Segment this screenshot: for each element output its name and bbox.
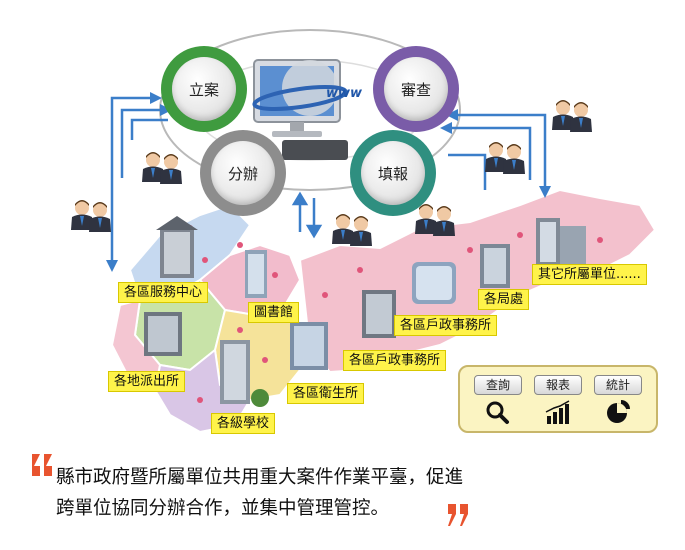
node-register: 立案	[161, 46, 247, 132]
computer-monitor-icon	[252, 59, 348, 160]
magnifier-icon[interactable]	[484, 399, 512, 425]
building-icon	[156, 216, 198, 278]
report-button[interactable]: 報表	[534, 375, 582, 395]
building-icons	[144, 216, 586, 407]
label-district-service: 各區服務中心	[118, 282, 209, 303]
building-icon	[412, 262, 456, 304]
node-assign: 分辦	[200, 130, 286, 216]
building-icon	[362, 290, 396, 338]
query-button[interactable]: 查詢	[474, 375, 522, 395]
node-report-label: 填報	[377, 164, 408, 183]
building-icon	[245, 250, 267, 298]
right-flow-arrows	[448, 113, 547, 190]
building-icon	[144, 312, 182, 356]
node-review: 審查	[373, 46, 459, 132]
building-icon	[480, 244, 510, 288]
pie-chart-icon[interactable]	[604, 399, 632, 425]
building-icon	[220, 340, 269, 407]
node-report: 填報	[350, 130, 436, 216]
label-library: 圖書館	[248, 302, 300, 323]
caption-line-1: 縣市政府暨所屬單位共用重大案件作業平臺，促進	[56, 467, 464, 488]
bar-chart-icon[interactable]	[544, 399, 572, 425]
map-region-west-lilac	[153, 348, 252, 434]
label-schools: 各級學校	[211, 413, 276, 434]
stats-button[interactable]: 統計	[594, 375, 642, 395]
building-icon	[536, 218, 586, 266]
node-register-label: 立案	[188, 80, 219, 99]
left-flow-arrows	[110, 96, 168, 265]
center-arrows-icon	[291, 191, 323, 239]
node-review-label: 審查	[400, 80, 431, 99]
close-quote-icon	[448, 504, 468, 526]
caption: 縣市政府暨所屬單位共用重大案件作業平臺，促進 跨單位協同分辦合作，並集中管理管控…	[56, 462, 576, 524]
label-health-center: 各區衛生所	[287, 383, 365, 404]
building-icon	[290, 322, 328, 370]
label-other-units: 其它所屬單位......	[532, 264, 647, 285]
label-household-office-1: 各區戶政事務所	[394, 315, 498, 336]
label-bureaus: 各局處	[478, 289, 530, 310]
open-quote-icon	[32, 454, 52, 476]
tool-panel: 查詢 報表 統計	[458, 365, 658, 433]
caption-line-2: 跨單位協同分辦合作，並集中管理管控。	[56, 498, 390, 519]
node-assign-label: 分辦	[227, 164, 258, 183]
label-police: 各地派出所	[108, 371, 186, 392]
www-label: www	[326, 86, 363, 101]
label-household-office-2: 各區戶政事務所	[343, 350, 447, 371]
